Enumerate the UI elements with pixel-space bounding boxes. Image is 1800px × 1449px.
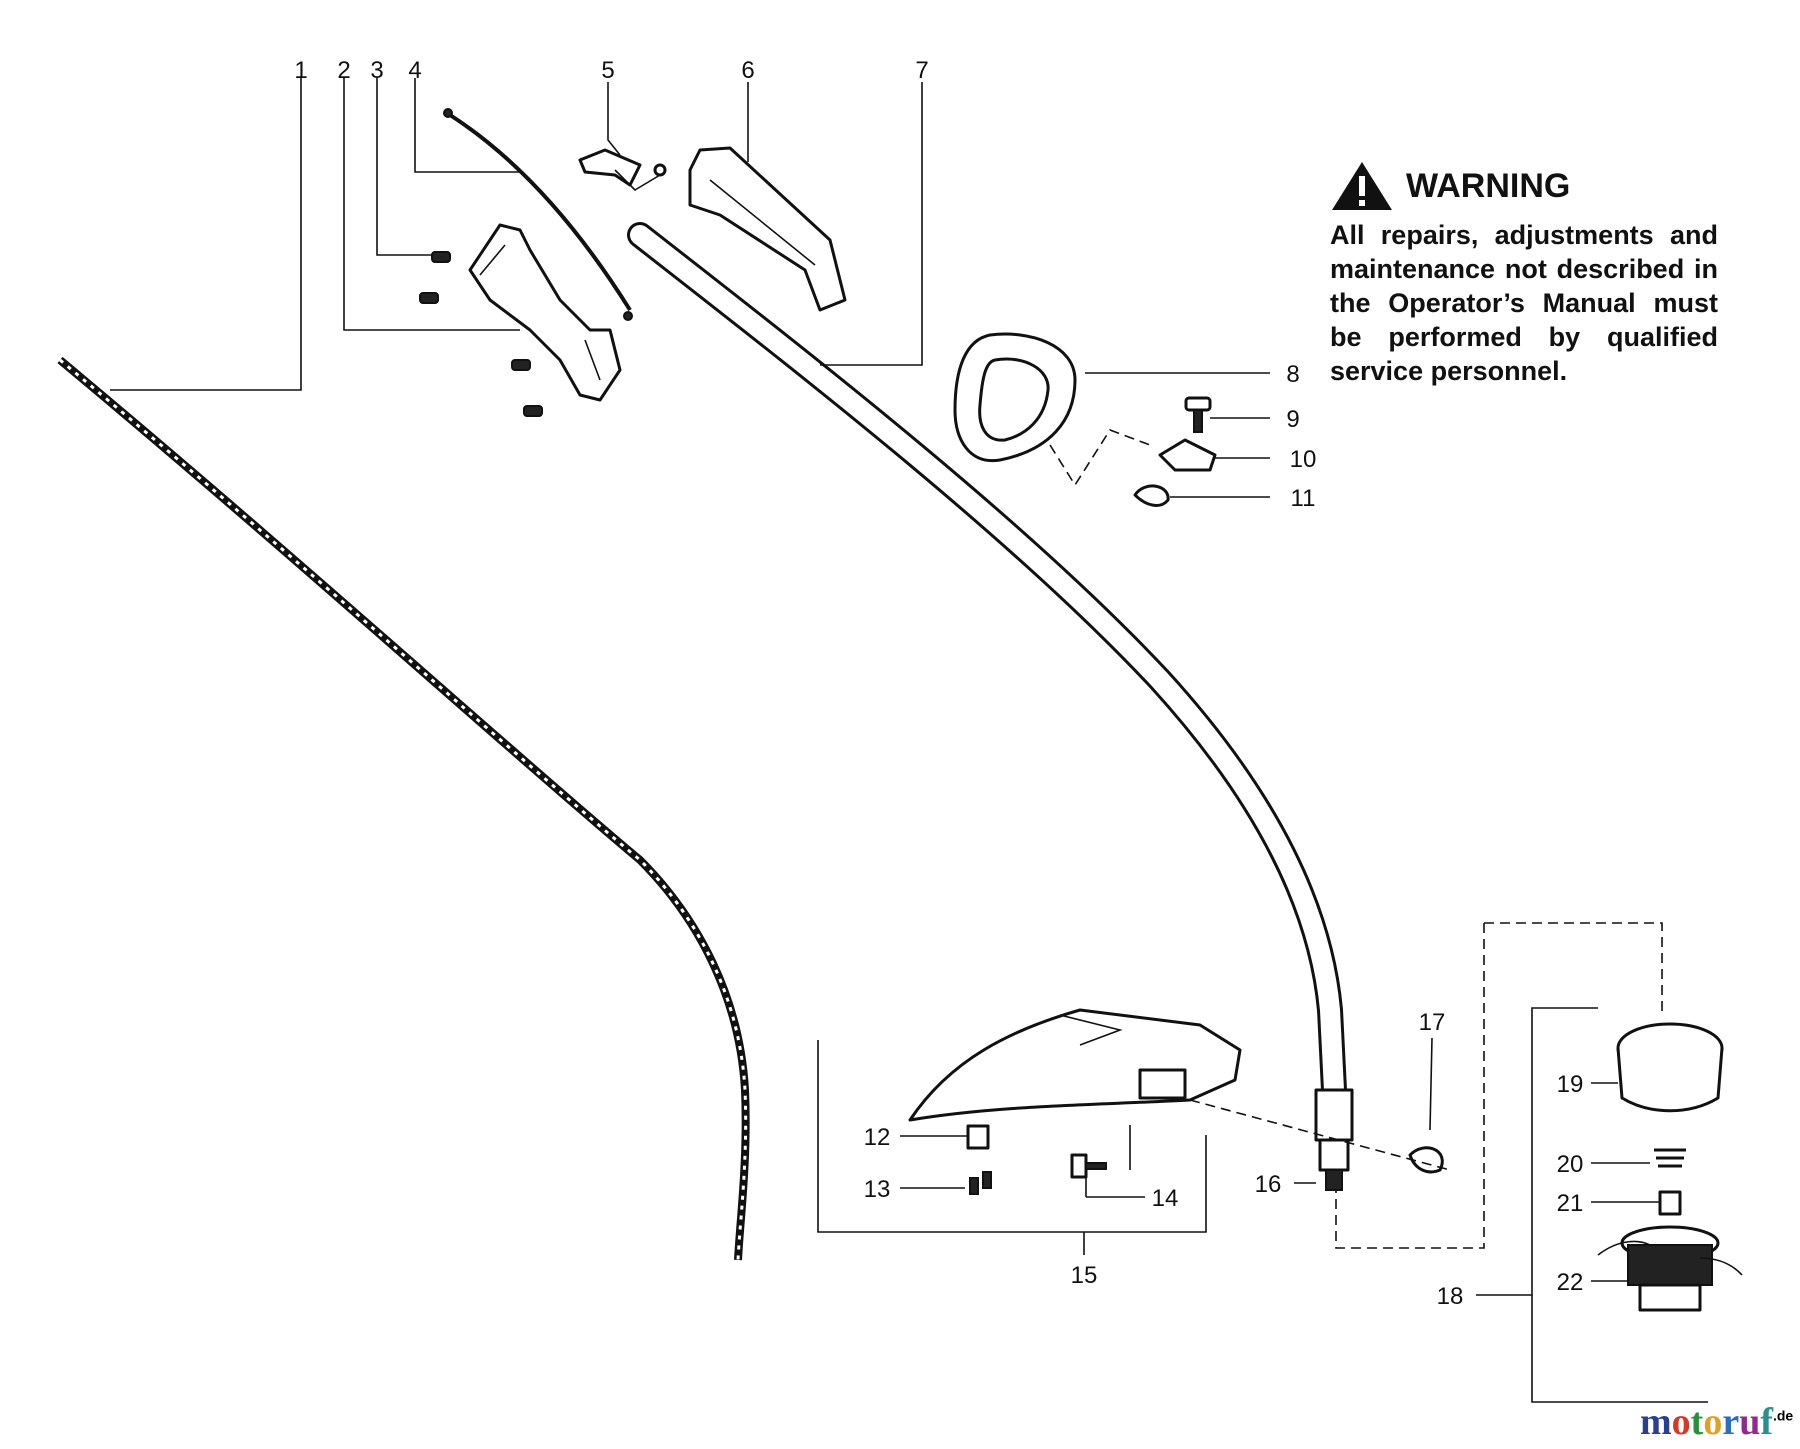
part-14-bolt — [1070, 1153, 1107, 1179]
callout-10: 10 — [1290, 446, 1317, 473]
callout-15: 15 — [1071, 1262, 1098, 1289]
part-8-loop-handle — [953, 332, 1077, 463]
part-15-guard — [908, 1008, 1242, 1122]
part-22-spool — [1597, 1225, 1743, 1312]
logo-letter: f — [1760, 1401, 1773, 1443]
part-12-clip — [966, 1124, 990, 1150]
part-20-spring — [1654, 1148, 1686, 1168]
part-6-handle-bracket — [688, 146, 847, 312]
part-11-wing-nut — [1133, 484, 1170, 507]
callout-17: 17 — [1419, 1009, 1446, 1036]
callout-22: 22 — [1557, 1269, 1584, 1296]
callout-18: 18 — [1437, 1283, 1464, 1310]
motoruf-logo: motoruf.de — [1640, 1400, 1793, 1444]
warning-title: WARNING — [1406, 166, 1571, 205]
logo-letter: m — [1640, 1401, 1672, 1443]
logo-suffix: .de — [1772, 1407, 1794, 1424]
logo-letters: motoruf — [1640, 1401, 1773, 1443]
callout-19: 19 — [1557, 1071, 1584, 1098]
assembly-dash-8-11 — [1049, 429, 1151, 487]
callout-8: 8 — [1286, 361, 1299, 388]
callout-14: 14 — [1152, 1185, 1179, 1212]
callout-9: 9 — [1286, 406, 1299, 433]
leader-lines — [110, 78, 1708, 1403]
part-13-screws — [969, 1171, 992, 1195]
logo-letter: o — [1703, 1401, 1723, 1443]
assembly-dashes — [1189, 922, 1663, 1249]
warning-triangle-icon — [1332, 162, 1392, 210]
callout-11: 11 — [1291, 485, 1316, 512]
callout-6: 6 — [741, 57, 754, 84]
part-10-clamp — [1158, 438, 1217, 472]
callout-7: 7 — [915, 57, 928, 84]
callout-4: 4 — [408, 57, 421, 84]
part-19-cover — [1616, 1022, 1724, 1113]
logo-letter: t — [1690, 1401, 1704, 1443]
warning-notice: WARNING All repairs, adjustments and mai… — [1330, 160, 1718, 388]
callout-13: 13 — [864, 1176, 891, 1203]
callout-2: 2 — [337, 57, 350, 84]
part-21-eyelet — [1658, 1190, 1682, 1216]
logo-letter: u — [1739, 1401, 1761, 1443]
part-9-bolt — [1184, 396, 1212, 433]
part-2-handle-housing — [468, 223, 622, 402]
callout-16: 16 — [1255, 1171, 1282, 1198]
callout-12: 12 — [864, 1124, 891, 1151]
warning-text: All repairs, adjustments and maintenance… — [1330, 220, 1718, 386]
part-16-gear-head — [1314, 1088, 1354, 1191]
warning-header: WARNING — [1330, 160, 1718, 212]
callout-21: 21 — [1557, 1190, 1584, 1217]
callout-1: 1 — [294, 57, 307, 84]
logo-letter: r — [1722, 1401, 1740, 1443]
part-3-screws — [419, 251, 543, 417]
callout-20: 20 — [1557, 1151, 1584, 1178]
callout-labels: 1 2 3 4 5 6 7 8 9 10 11 12 13 14 15 16 1… — [294, 57, 1583, 1310]
part-5-throttle-trigger — [578, 148, 667, 192]
part-7-drive-tube — [627, 222, 1347, 1103]
part-4-throttle-cable — [443, 108, 633, 321]
part-17-wing-nut — [1408, 1146, 1444, 1174]
part-1-drive-shaft — [57, 356, 750, 1261]
callout-5: 5 — [601, 57, 614, 84]
callout-3: 3 — [370, 57, 383, 84]
logo-letter: o — [1671, 1401, 1691, 1443]
